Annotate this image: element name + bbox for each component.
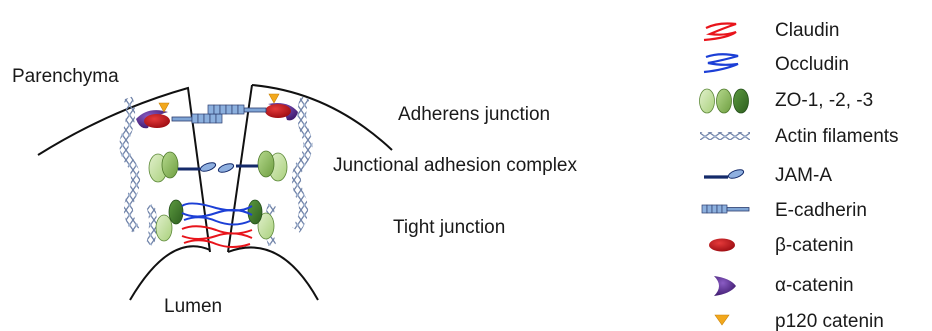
legend-label-actin: Actin filaments: [775, 126, 899, 147]
zo-right-mid: [257, 150, 275, 178]
legend-label-p120-catenin: p120 catenin: [775, 311, 884, 331]
legend-label-occludin: Occludin: [775, 54, 849, 75]
tight-junction-label: Tight junction: [393, 217, 505, 238]
zo-tj-left-dark: [168, 199, 184, 225]
left-cell-outline: [37, 86, 211, 253]
legend-label-zo: ZO-1, -2, -3: [775, 90, 873, 111]
e-cadherin-right-blocks: [207, 104, 245, 115]
zo-tj-right-dark: [247, 199, 263, 225]
adherens-junction-label: Adherens junction: [398, 104, 550, 125]
e-cadherin-left: [171, 116, 193, 122]
beta-catenin-icon: [709, 238, 735, 252]
zo-tj-left-light: [155, 214, 173, 242]
zo-tj-right-light: [257, 212, 275, 240]
tight-junction-proteins: [155, 199, 275, 248]
zo-icon: [699, 88, 749, 114]
adherens-junction-proteins: [136, 93, 298, 129]
beta-catenin-left: [144, 114, 170, 128]
legend-label-jam-a: JAM-A: [775, 165, 832, 186]
cell-outlines: [37, 84, 393, 301]
junctional-adhesion-complex-label: Junctional adhesion complex: [333, 155, 577, 176]
parenchyma-label: Parenchyma: [12, 66, 119, 87]
p120-catenin-icon: [714, 314, 730, 326]
lumen-label: Lumen: [164, 296, 222, 317]
occludin-icon: [703, 53, 739, 74]
claudin-icon: [703, 22, 737, 42]
legend-label-claudin: Claudin: [775, 20, 839, 41]
p120-catenin-right: [268, 93, 280, 104]
legend-label-beta-catenin: β-catenin: [775, 235, 854, 256]
claudin-strands: [181, 225, 253, 248]
zo-left-mid: [161, 151, 179, 179]
actin-icon: [700, 132, 750, 140]
p120-catenin-left: [158, 102, 170, 113]
jam-a-left-head: [199, 162, 217, 172]
junctional-adhesion-complex-proteins: [148, 150, 288, 183]
legend-label-e-cadherin: E-cadherin: [775, 200, 867, 221]
e-cadherin-icon: [701, 204, 750, 214]
legend: Claudin Occludin ZO-1, -2, -3 Actin fila…: [699, 20, 899, 331]
alpha-catenin-icon: [714, 276, 736, 296]
jam-a-right-head: [217, 163, 235, 173]
lumen-outline: [129, 245, 319, 301]
e-cadherin-left-blocks: [191, 113, 223, 124]
legend-label-alpha-catenin: α-catenin: [775, 275, 854, 296]
jam-a-icon: [704, 169, 745, 179]
e-cadherin-right: [243, 107, 267, 113]
occludin-strands: [181, 202, 253, 226]
beta-catenin-right: [265, 104, 291, 118]
